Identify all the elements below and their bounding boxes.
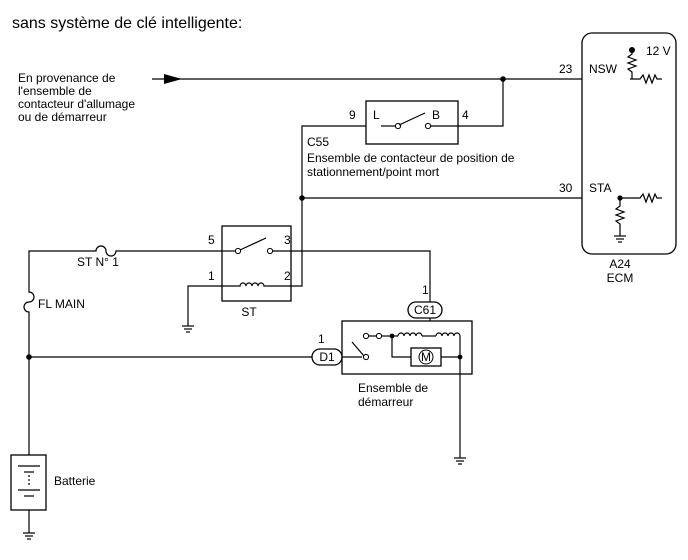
starter-connector-c61: [407, 301, 443, 319]
starter-name-line-1: Ensemble de: [358, 381, 428, 395]
fuse-main-label: FL MAIN: [38, 297, 85, 311]
pullup-resistor-icon: [626, 50, 638, 79]
starter-pin-left: 1: [318, 332, 325, 346]
ecm-pin-nsw: NSW: [589, 62, 618, 76]
wire-pn-l-relay: [291, 125, 366, 287]
source-label-line-1: En provenance de: [18, 71, 116, 85]
battery: Batterie: [10, 454, 96, 511]
wire-pn-b: [458, 79, 504, 127]
battery-ground-icon: [22, 524, 36, 540]
pn-terminal-b: B: [432, 108, 440, 122]
starter-name-line-2: démarreur: [358, 395, 413, 409]
pn-terminal-l: L: [373, 108, 380, 122]
st-relay-pin-1: 1: [208, 269, 215, 283]
wire-relay-starter: [291, 250, 431, 302]
battery-label: Batterie: [54, 474, 96, 488]
pn-connector-code: C55: [307, 135, 329, 149]
source-label: En provenance de l'ensemble de contacteu…: [18, 71, 135, 124]
starter-box: [341, 320, 473, 375]
park-neutral-switch-box: [365, 100, 459, 145]
st-relay-name: ST: [241, 305, 257, 319]
relay-ground-icon: [181, 317, 195, 333]
relay-coil-icon: [222, 282, 291, 287]
diagram-heading: sans système de clé intelligente:: [12, 15, 242, 32]
park-neutral-switch: L B 9 4 C55 Ensemble de contacteur de po…: [307, 100, 515, 179]
starter-ground-icon: [453, 449, 467, 465]
pull-in-coil-icon: [397, 332, 423, 337]
ecm-pin-23: 23: [559, 62, 573, 76]
pn-pin-9: 9: [349, 108, 356, 122]
ecm-pin-30: 30: [559, 181, 573, 195]
wire-main-bus: [28, 250, 94, 290]
st-relay-box: [221, 225, 292, 302]
source-label-line-4: ou de démarreur: [18, 110, 107, 124]
fuse-st-icon: [94, 245, 122, 257]
st-relay-contact: [239, 237, 267, 251]
hold-in-coil-icon: [435, 332, 461, 337]
svg-text:C61: C61: [414, 303, 436, 317]
sta-input-resistor-icon: [622, 192, 662, 204]
wire-relay-ground: [187, 285, 222, 318]
pn-name-line-2: stationnement/point mort: [307, 165, 440, 179]
starter-switch-contact: [351, 341, 365, 357]
ecm-code: A24: [609, 257, 631, 271]
source-label-line-2: l'ensemble de: [18, 84, 92, 98]
ecm: 23 NSW 30 STA 12 V A24 ECM: [559, 32, 677, 285]
starter-assembly: C61 D1 1 M Ensemble de démarreur: [311, 301, 473, 409]
ecm-name: ECM: [607, 271, 634, 285]
pulldown-resistor-icon: [614, 198, 626, 228]
starter-pin-top: 1: [422, 283, 429, 297]
pn-pin-4: 4: [462, 108, 469, 122]
motor-label: M: [421, 350, 431, 364]
ecm-pin-sta: STA: [589, 181, 611, 195]
motor-icon: [418, 349, 434, 365]
ecm-box: [581, 32, 677, 255]
svg-text:D1: D1: [319, 350, 335, 364]
st-relay-pin-2: 2: [284, 269, 291, 283]
pn-switch-contact: [398, 112, 426, 126]
st-relay-pin-3: 3: [284, 233, 291, 247]
st-relay-pin-5: 5: [208, 233, 215, 247]
input-resistor-icon: [630, 73, 662, 85]
source-label-line-3: contacteur d'allumage: [18, 97, 135, 111]
pn-name-line-1: Ensemble de contacteur de position de: [307, 151, 515, 165]
battery-box: [10, 454, 47, 511]
st-relay: 5 3 1 2 ST: [208, 225, 292, 319]
fuse-main-icon: [23, 290, 35, 318]
fuse-st-label: ST N° 1: [77, 255, 119, 269]
ecm-supply-12v: 12 V: [646, 44, 671, 58]
